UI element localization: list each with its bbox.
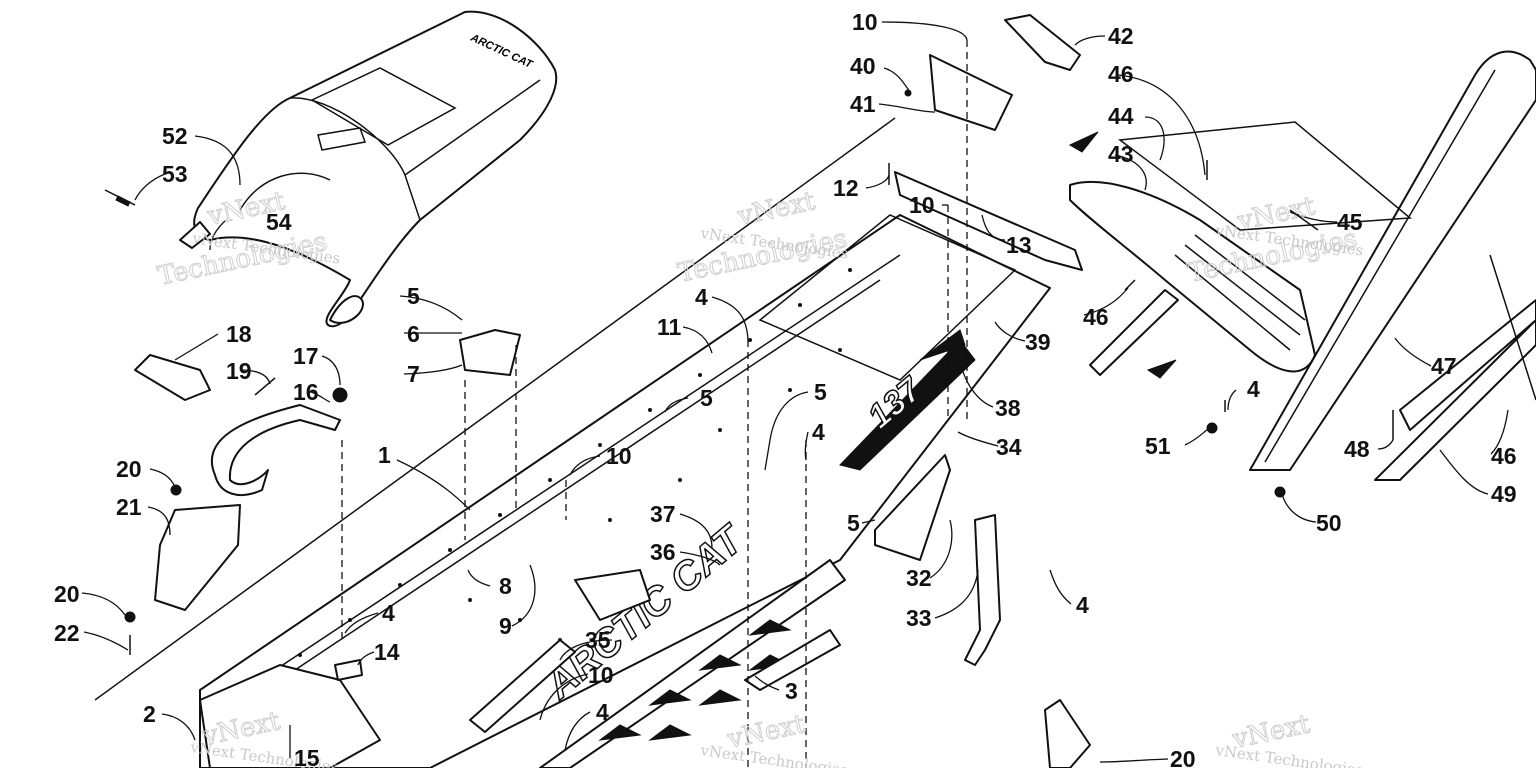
assembly-lines <box>341 40 968 768</box>
callout-16: 16 <box>293 379 319 405</box>
callout-38: 38 <box>995 395 1021 421</box>
callout-51: 51 <box>1145 433 1171 459</box>
callout-17: 17 <box>293 343 319 369</box>
callout-18: 18 <box>226 321 252 347</box>
callout-3: 3 <box>785 678 798 704</box>
callout-10: 10 <box>909 192 935 218</box>
callout-41: 41 <box>850 91 876 117</box>
strap-33 <box>964 514 1001 666</box>
rear-mount-bracket <box>894 171 1083 271</box>
callout-1: 1 <box>378 442 391 468</box>
callout-35: 35 <box>585 627 611 653</box>
cover-18 <box>134 354 211 401</box>
callout-52: 52 <box>162 123 188 149</box>
bracket-7 <box>459 329 521 376</box>
callout-21: 21 <box>116 494 142 520</box>
callout-4: 4 <box>695 284 708 310</box>
callout-48: 48 <box>1344 436 1370 462</box>
callout-32: 32 <box>906 565 932 591</box>
callout-5: 5 <box>407 283 420 309</box>
callout-5: 5 <box>847 510 860 536</box>
callout-4: 4 <box>382 600 395 626</box>
callout-10: 10 <box>606 443 632 469</box>
callout-20: 20 <box>54 581 80 607</box>
callout-46: 46 <box>1491 443 1517 469</box>
seat-assembly: ARCTIC CAT <box>179 10 558 328</box>
callout-43: 43 <box>1108 141 1134 167</box>
callout-11: 11 <box>657 314 682 340</box>
callout-4: 4 <box>1247 376 1260 402</box>
callout-13: 13 <box>1006 232 1032 258</box>
callout-34: 34 <box>996 434 1022 460</box>
callout-9: 9 <box>499 613 512 639</box>
bracket-21 <box>154 504 241 611</box>
callout-45: 45 <box>1337 209 1363 235</box>
footrest-3 <box>744 629 841 691</box>
callout-labels: 10 42 40 46 41 44 43 52 53 12 10 45 54 1… <box>54 9 1517 768</box>
callout-54: 54 <box>266 209 292 235</box>
callout-14: 14 <box>374 639 400 665</box>
callout-20: 20 <box>116 456 142 482</box>
callout-10: 10 <box>588 662 614 688</box>
grab-handle-16 <box>210 404 341 496</box>
callout-4: 4 <box>812 419 825 445</box>
watermark-vnext: vNext <box>734 186 818 232</box>
callout-53: 53 <box>162 161 188 187</box>
callout-20: 20 <box>1170 746 1196 768</box>
callout-5: 5 <box>814 379 827 405</box>
callout-4: 4 <box>1076 592 1089 618</box>
callout-47: 47 <box>1431 353 1457 379</box>
snowflap-assembly <box>1068 131 1316 379</box>
callout-22: 22 <box>54 620 80 646</box>
callout-46: 46 <box>1108 61 1134 87</box>
callout-5: 5 <box>700 385 713 411</box>
callout-7: 7 <box>407 361 420 387</box>
leader-lines <box>81 21 1509 763</box>
callout-44: 44 <box>1108 103 1134 129</box>
pad-35 <box>574 569 651 621</box>
mount-14 <box>334 659 363 681</box>
callout-37: 37 <box>650 501 676 527</box>
callout-42: 42 <box>1108 23 1134 49</box>
callout-2: 2 <box>143 701 156 727</box>
callout-10: 10 <box>852 9 878 35</box>
callout-40: 40 <box>850 53 876 79</box>
running-board-rail <box>469 639 576 733</box>
callout-12: 12 <box>833 175 859 201</box>
callout-6: 6 <box>407 321 420 347</box>
taillight <box>1004 14 1081 71</box>
fasteners <box>104 89 1394 655</box>
callout-33: 33 <box>906 605 932 631</box>
watermark-vnext: vNext <box>724 709 808 755</box>
rear-guard-20 <box>1044 699 1091 768</box>
callout-19: 19 <box>226 358 252 384</box>
front-bracket <box>199 664 381 768</box>
callout-4: 4 <box>596 699 609 725</box>
callout-8: 8 <box>499 573 512 599</box>
taillight-bracket <box>929 54 1013 131</box>
gusset-32 <box>874 454 951 561</box>
rear-bumper-assembly <box>1118 50 1536 481</box>
callout-39: 39 <box>1025 329 1051 355</box>
callout-50: 50 <box>1316 510 1342 536</box>
callout-46: 46 <box>1083 304 1109 330</box>
callout-15: 15 <box>294 745 320 768</box>
callout-36: 36 <box>650 539 676 565</box>
callout-49: 49 <box>1491 481 1517 507</box>
